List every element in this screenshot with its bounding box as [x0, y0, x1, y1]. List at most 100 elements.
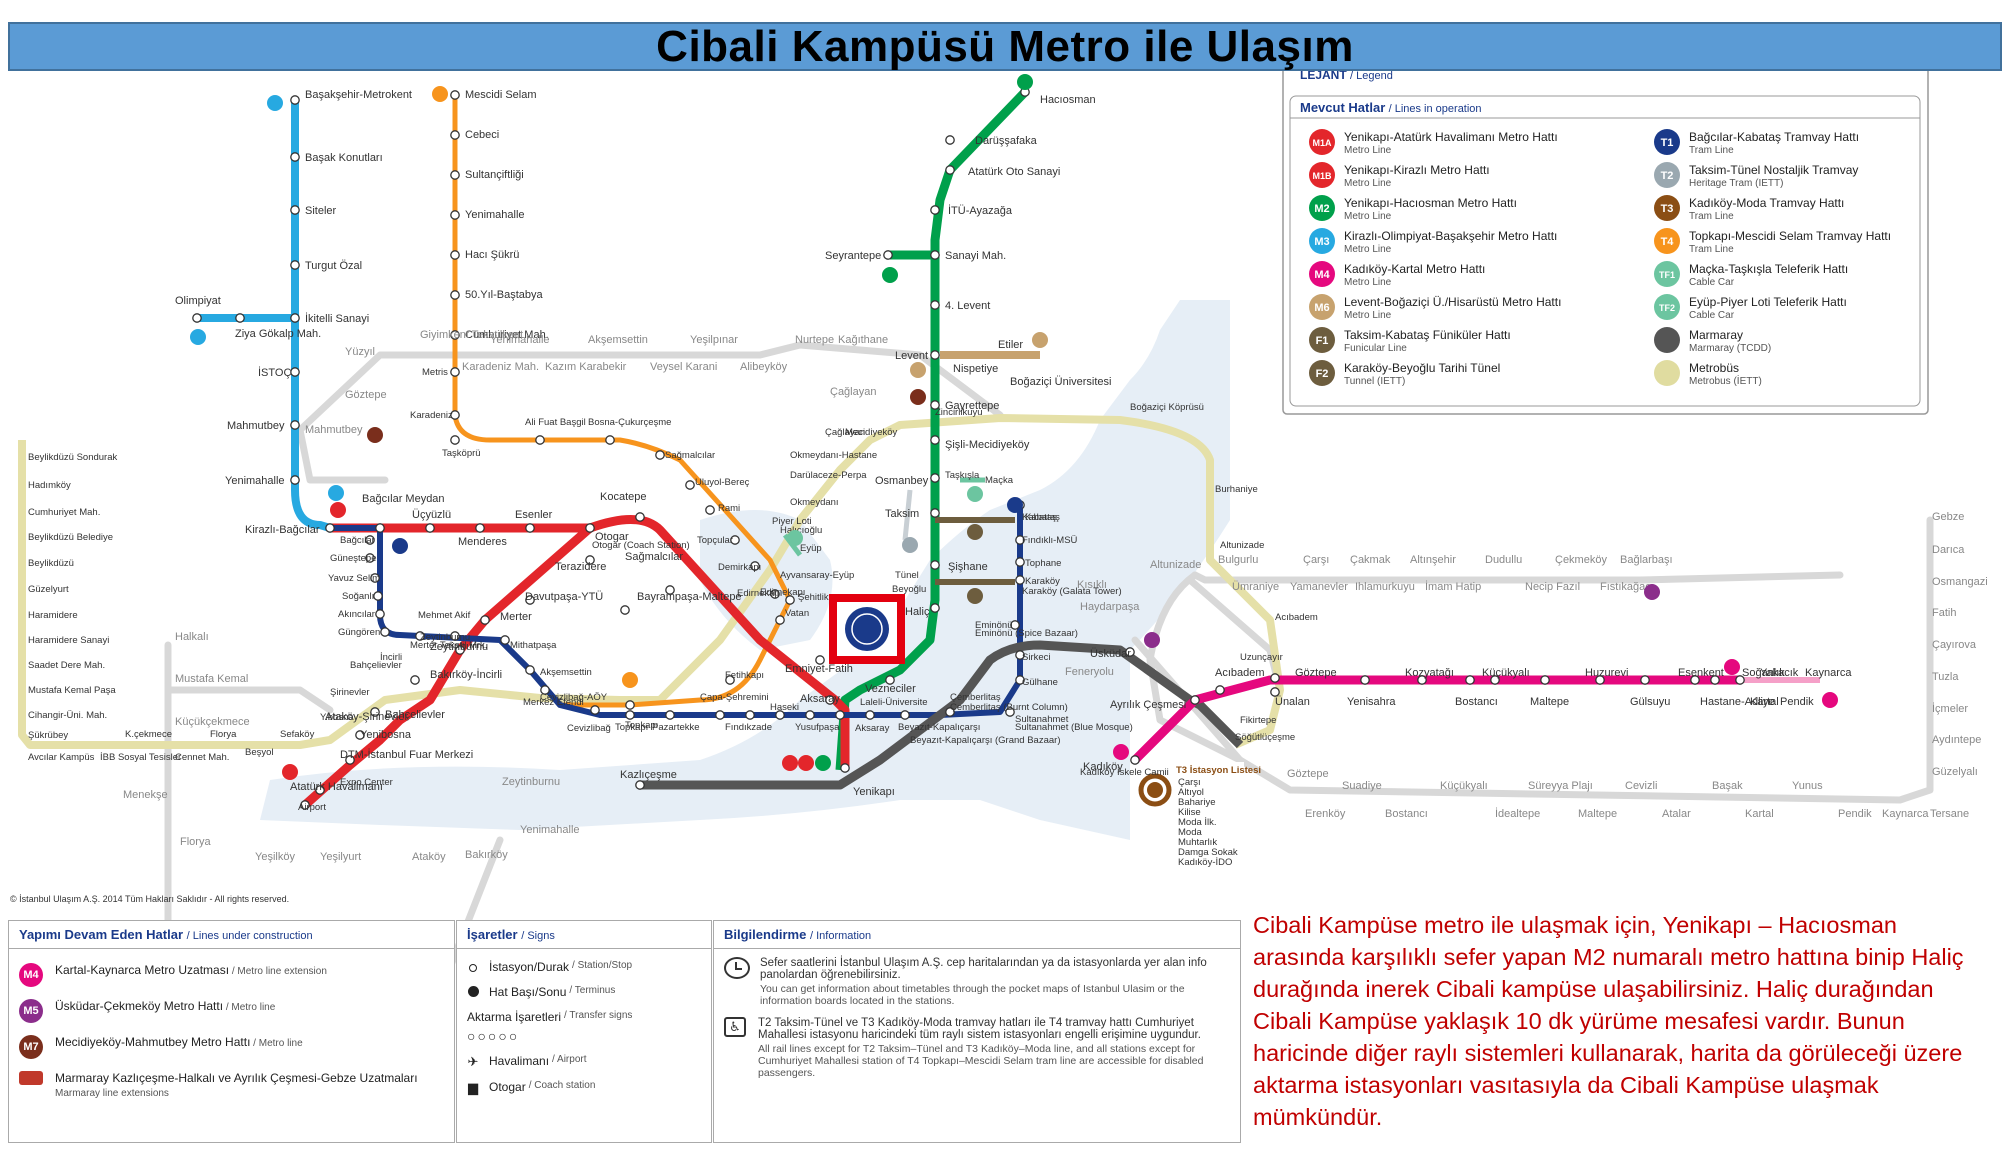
station-label[interactable]: Merter [500, 611, 532, 623]
station-label[interactable]: Alibeyköy [740, 361, 788, 373]
station-label[interactable]: Karaköy (Galata Tower) [1022, 586, 1122, 597]
station-label[interactable]: Ataköy-Şirinevler [325, 711, 408, 723]
station-dot[interactable] [455, 645, 465, 655]
station-label[interactable]: İdealtepe [1495, 807, 1540, 820]
station-label[interactable]: Nispetiye [953, 363, 998, 375]
station-label[interactable]: Sirkeci [1022, 652, 1051, 663]
station-dot[interactable] [373, 591, 383, 601]
station-label[interactable]: Edirnekapı [737, 588, 782, 599]
station-dot[interactable] [1005, 707, 1015, 717]
station-label[interactable]: Aydıntepe [1932, 734, 1981, 746]
station-label[interactable]: Bağlarbaşı [1620, 554, 1673, 566]
station-dot[interactable] [375, 609, 385, 619]
station-label[interactable]: Kazım Karabekir [545, 361, 627, 373]
station-label[interactable]: Başak [1712, 780, 1743, 792]
station-label[interactable]: Boğaziçi Üniversitesi [1010, 376, 1111, 388]
station-dot[interactable] [785, 595, 795, 605]
station-label[interactable]: Maçka [985, 475, 1014, 486]
station-label[interactable]: Acıbadem [1275, 612, 1318, 623]
station-label[interactable]: Bakırköy-İncirli [430, 668, 502, 681]
station-label[interactable]: Yenikapı [853, 786, 895, 798]
station-label[interactable]: Üsküdar [1090, 648, 1131, 660]
station-label[interactable]: Yenisahra [1347, 696, 1396, 708]
station-dot[interactable] [1710, 675, 1720, 685]
station-dot[interactable] [410, 675, 420, 685]
station-label[interactable]: Siteler [305, 205, 337, 217]
station-dot[interactable] [450, 410, 460, 420]
station-label[interactable]: Taşkışla [945, 470, 980, 481]
station-label[interactable]: Güzelyurt [28, 584, 69, 595]
station-dot[interactable] [930, 508, 940, 518]
station-label[interactable]: Topçular [697, 535, 733, 546]
station-dot[interactable] [450, 435, 460, 445]
station-label[interactable]: Kirazlı-Bağcılar [245, 524, 320, 536]
station-label[interactable]: Levent [895, 350, 928, 362]
station-dot[interactable] [900, 710, 910, 720]
station-dot[interactable] [365, 553, 375, 563]
station-label[interactable]: K.çekmece [125, 729, 172, 740]
station-dot[interactable] [685, 480, 695, 490]
station-label[interactable]: Vatan [785, 608, 809, 619]
station-label[interactable]: Etiler [998, 339, 1023, 351]
station-dot[interactable] [815, 655, 825, 665]
station-label[interactable]: Haydarpaşa [1080, 601, 1140, 613]
station-dot[interactable] [525, 523, 535, 533]
station-dot[interactable] [885, 675, 895, 685]
station-dot[interactable] [1215, 685, 1225, 695]
station-dot[interactable] [930, 300, 940, 310]
station-dot[interactable] [380, 627, 390, 637]
station-dot[interactable] [235, 313, 245, 323]
station-label[interactable]: Demirkapı [718, 562, 761, 573]
station-label[interactable]: Yavuz Selim [328, 573, 380, 584]
station-label[interactable]: Ayvansaray-Eyüp [780, 570, 854, 581]
station-label[interactable]: Bayrampaşa-Maltepe [637, 591, 742, 603]
station-label[interactable]: Şişli-Mecidiyeköy [945, 439, 1030, 451]
station-label[interactable]: Uzunçayır [1240, 652, 1283, 663]
station-dot[interactable] [930, 205, 940, 215]
station-dot[interactable] [480, 615, 490, 625]
station-label[interactable]: Bulgurlu [1218, 554, 1258, 566]
station-label[interactable]: İkitelli Sanayi [305, 312, 369, 325]
station-label[interactable]: Florya [210, 729, 237, 740]
station-dot[interactable] [450, 367, 460, 377]
station-label[interactable]: Esenler [515, 509, 553, 521]
station-label[interactable]: Olimpiyat [175, 295, 221, 307]
station-dot[interactable] [450, 130, 460, 140]
station-label[interactable]: Avcılar Kampüs [28, 752, 95, 763]
station-label[interactable]: Okmeydanı [790, 497, 839, 508]
station-dot[interactable] [750, 561, 760, 571]
station-label[interactable]: Başak Konutları [305, 152, 383, 164]
station-label[interactable]: Rami [718, 503, 740, 514]
station-label[interactable]: Merkez Efendi [523, 697, 584, 708]
station-dot[interactable] [865, 710, 875, 720]
station-label[interactable]: Gülsuyu [1630, 696, 1670, 708]
station-dot[interactable] [585, 523, 595, 533]
station-dot[interactable] [375, 523, 385, 533]
station-label[interactable]: Zeytinburnu [430, 641, 488, 653]
station-label[interactable]: Aksaray [855, 723, 890, 734]
station-label[interactable]: Çağlayan [830, 386, 876, 398]
station-label[interactable]: Ziya Gökalp Mah. [235, 328, 321, 340]
station-label[interactable]: Topkapı [625, 720, 658, 731]
station-dot[interactable] [1595, 675, 1605, 685]
station-label[interactable]: Akşemsettin [540, 667, 592, 678]
station-label[interactable]: Taşköprü [442, 448, 481, 459]
station-label[interactable]: İBB Sosyal Tesisler [100, 752, 181, 763]
station-label[interactable]: Maltepe [1578, 808, 1617, 820]
station-label[interactable]: Çayırova [1932, 639, 1977, 651]
station-dot[interactable] [290, 475, 300, 485]
station-label[interactable]: Yeşilpınar [690, 334, 738, 346]
station-label[interactable]: Otogar [595, 531, 629, 543]
station-dot[interactable] [450, 631, 460, 641]
station-dot[interactable] [370, 707, 380, 717]
station-label[interactable]: Tersane [1930, 808, 1969, 820]
station-dot[interactable] [370, 573, 380, 583]
station-label[interactable]: İçmeler [1932, 702, 1968, 715]
station-label[interactable]: Kocatepe [600, 491, 646, 503]
station-label[interactable]: Kadıköy [1083, 761, 1123, 773]
station-label[interactable]: Sağmalcılar [665, 450, 715, 461]
station-label[interactable]: Zeytinburnu [502, 776, 560, 788]
station-label[interactable]: Okmeydanı-Hastane [790, 450, 877, 461]
station-label[interactable]: Atalar [1662, 808, 1691, 820]
station-dot[interactable] [1270, 687, 1280, 697]
